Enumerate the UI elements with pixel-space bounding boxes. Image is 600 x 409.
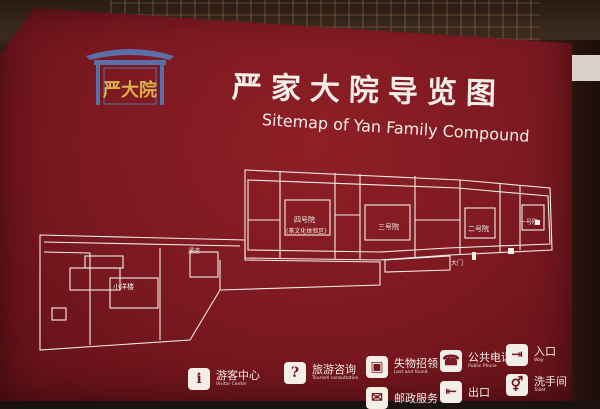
legend-lost-and-found-en: Lost and found: [394, 370, 428, 376]
post-icon: ✉: [366, 387, 388, 409]
logo-lettering: 严大院: [103, 79, 157, 101]
legend-lost-and-found: ▣ 失物招领 Lost and found: [366, 356, 438, 378]
legend-exit-zh: 出口: [468, 385, 490, 399]
legend-entrance-zh: 入口: [534, 345, 556, 359]
legend-visitor-center-zh: 游客中心: [216, 369, 260, 383]
legend-toilet-zh: 洗手间: [534, 375, 567, 389]
exit-icon: ⇤: [440, 381, 462, 403]
lost-found-icon: ▣: [366, 356, 388, 378]
question-icon: ?: [284, 362, 306, 384]
legend-tourism-consultation-en: Tourism consultation: [312, 376, 359, 382]
sign-title-zh: 严家大院导览图: [231, 70, 506, 113]
legend-tourism-consultation: ? 旅游咨询 Tourism consultation: [284, 362, 359, 384]
map-label-hall-1: 一号院: [520, 219, 539, 226]
map-label-hall-2: 二号院: [468, 225, 489, 233]
map-label-gate: 大门: [451, 260, 464, 267]
map-label-corridor: 通道: [188, 248, 201, 255]
yan-compound-logo: 严大院: [86, 49, 174, 105]
legend-entrance-en: Way: [534, 358, 544, 364]
map-label-hall-3: 三号院: [378, 223, 399, 231]
map-label-small-western-building: 小洋楼: [113, 283, 134, 291]
phone-icon: ☎: [440, 350, 462, 372]
toilet-icon: ⚥: [506, 374, 528, 396]
map-label-hall-4-sub: (茶文化体验区): [286, 228, 327, 235]
map-label-hall-4: 四号院: [294, 216, 315, 224]
legend-exit: ⇤ 出口: [440, 381, 490, 403]
legend-postal-service: ✉ 邮政服务: [366, 387, 438, 409]
entrance-icon: ⇥: [506, 344, 528, 366]
legend-visitor-center: i 游客中心 Visitor Center: [188, 368, 260, 390]
info-icon: i: [188, 368, 210, 390]
legend-visitor-center-en: Visitor Center: [216, 382, 247, 388]
legend-lost-and-found-zh: 失物招领: [394, 357, 438, 371]
legend-public-phone-en: Public Phone: [468, 364, 497, 370]
legend-public-phone: ☎ 公共电话 Public Phone: [440, 350, 512, 372]
sign-board: [0, 8, 572, 401]
legend-postal-service-zh: 邮政服务: [394, 391, 438, 405]
legend-tourism-consultation-zh: 旅游咨询: [312, 363, 356, 377]
site-map: [39, 169, 553, 351]
legend-public-phone-zh: 公共电话: [468, 351, 512, 365]
legend-toilet: ⚥ 洗手间 Toilet: [506, 374, 567, 396]
legend-toilet-en: Toilet: [534, 388, 546, 394]
legend-entrance: ⇥ 入口 Way: [506, 344, 556, 366]
